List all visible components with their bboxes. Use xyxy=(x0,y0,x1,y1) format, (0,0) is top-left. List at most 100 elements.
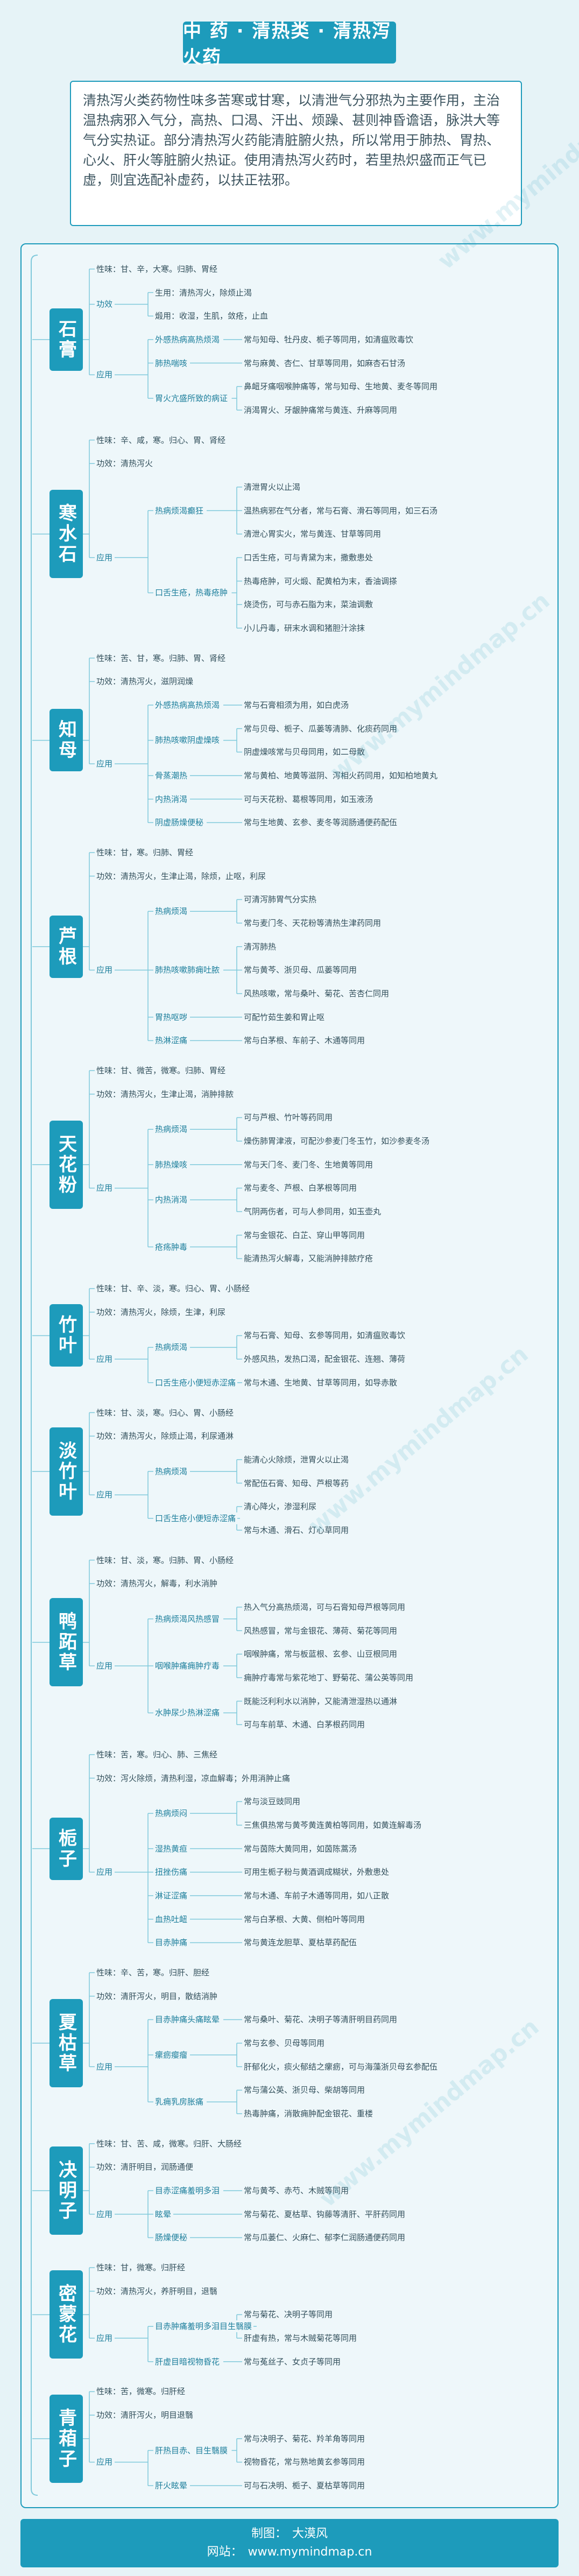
tree-node: 疮疡肿毒 xyxy=(153,1241,189,1253)
tree-node: 胃热呕哕 xyxy=(153,1011,189,1023)
tree-node: 常与菊花、决明子等同用 xyxy=(242,2308,335,2321)
tree-node: 清泄心胃实火，常与黄连、甘草等同用 xyxy=(242,528,383,540)
tree-node: 常与白茅根、车前子、木通等同用 xyxy=(242,1034,367,1047)
tree-node: 内热消渴 xyxy=(153,793,189,805)
tree-node: 应用 xyxy=(95,2456,115,2468)
tree-node: 热病烦渴 xyxy=(153,1123,189,1136)
footer-author-label: 制图： xyxy=(251,2527,287,2540)
footer: 制图： 大漠风 网站： www.mymindmap.cn xyxy=(20,2519,559,2567)
tree-node: 常与麻黄、杏仁、甘草等同用，如麻杏石甘汤 xyxy=(242,357,407,369)
tree-node: 常与黄柏、地黄等滋阴、泻相火药同用，如知柏地黄丸 xyxy=(242,769,440,782)
herb-frame xyxy=(20,243,559,2508)
tree-node: 常与白茅根、大黄、侧柏叶等同用 xyxy=(242,1913,367,1925)
tree-node: 风热感冒，常与金银花、薄荷、菊花等同用 xyxy=(242,1624,399,1637)
herb-label: 竹叶 xyxy=(50,1304,83,1367)
tree-node: 肝虚目暗视物昏花 xyxy=(153,2355,222,2368)
tree-node: 消渴胃火、牙龈肿痛常与黄连、升麻等同用 xyxy=(242,404,399,416)
footer-site[interactable]: www.mymindmap.cn xyxy=(248,2545,372,2559)
tree-node: 阴虚燥咳常与贝母同用，如二母散 xyxy=(242,746,367,758)
tree-node: 常与茵陈大黄同用，如茵陈蒿汤 xyxy=(242,1842,359,1855)
tree-node: 应用 xyxy=(95,1866,115,1878)
tree-node: 目赤肿痛 xyxy=(153,1937,189,1949)
tree-node: 可清泻肺胃气分实热 xyxy=(242,893,319,906)
tree-node: 肺热喘咳 xyxy=(153,357,189,369)
tree-node: 扭挫伤痛 xyxy=(153,1866,189,1878)
tree-node: 性味：甘、淡，寒。归肺、胃、小肠经 xyxy=(95,1554,236,1566)
tree-node: 眩晕 xyxy=(153,2208,173,2220)
tree-node: 外感热病高热烦渴 xyxy=(153,333,222,346)
herb-label: 知母 xyxy=(50,709,83,772)
tree-node: 功效：清热泻火，除烦，生津，利尿 xyxy=(95,1306,228,1318)
tree-node: 常与金银花、白芷、穿山甲等同用 xyxy=(242,1229,367,1241)
tree-node: 肝虚有热，常与木贼菊花等同用 xyxy=(242,2332,359,2345)
tree-node: 外感风热，发热口渴，配金银花、连翘、薄荷 xyxy=(242,1353,407,1366)
tree-node: 性味：甘，寒。归肺、胃经 xyxy=(95,847,195,858)
tree-node: 风热咳嗽，常与桑叶、菊花、苦杏仁同用 xyxy=(242,988,391,1000)
tree-node: 常与决明子、菊花、羚羊角等同用 xyxy=(242,2432,367,2445)
tree-node: 能清热泻火解毒，又能消肿排脓疗疮 xyxy=(242,1252,375,1265)
tree-node: 应用 xyxy=(95,758,115,770)
tree-node: 清心降火，渗湿利尿 xyxy=(242,1501,319,1513)
tree-node: 水肿尿少热淋涩痛 xyxy=(153,1707,222,1719)
tree-node: 瘰疬瘿瘤 xyxy=(153,2049,189,2061)
tree-node: 口舌生疮，可与青黛为末，撒敷患处 xyxy=(242,551,375,564)
tree-node: 性味：甘、辛，大寒。归肺、胃经 xyxy=(95,263,220,275)
tree-node: 口舌生疮小便短赤涩痛 xyxy=(153,1512,238,1525)
tree-node: 常与瓜蒌仁、火麻仁、郁李仁润肠通便药同用 xyxy=(242,2232,407,2244)
tree-node: 功效：清热泻火，养肝明目，退翳 xyxy=(95,2285,220,2297)
tree-node: 功效：清热泻火 xyxy=(95,458,155,470)
tree-node: 既能泛利利水以消肿，又能清泄湿热以通淋 xyxy=(242,1695,399,1707)
tree-node: 煅用：收湿，生肌，敛疮，止血 xyxy=(153,310,270,322)
tree-node: 常与麦门冬、天花粉等清热生津药同用 xyxy=(242,917,383,930)
tree-node: 常与淡豆豉同用 xyxy=(242,1796,302,1808)
tree-node: 常与木通、车前子木通等同用，如八正散 xyxy=(242,1889,391,1902)
tree-node: 目赤肿痛头痛眩晕 xyxy=(153,2014,222,2026)
tree-node: 咽喉肿痛，常与板蓝根、玄参、山豆根同用 xyxy=(242,1648,399,1660)
herb-label: 芦根 xyxy=(50,915,83,978)
tree-node: 常与桑叶、菊花、决明子等清肝明目药同用 xyxy=(242,2014,399,2026)
intro-text: 清热泻火类药物性味多苦寒或甘寒，以清泄气分邪热为主要作用，主治温热病邪入气分，高… xyxy=(70,81,522,226)
tree-node: 湿热黄疸 xyxy=(153,1842,189,1855)
herb-label: 鸭跖草 xyxy=(50,1598,83,1687)
tree-node: 内热消渴 xyxy=(153,1194,189,1206)
tree-node: 性味：甘，微寒。归肝经 xyxy=(95,2262,187,2274)
tree-node: 可与芦根、竹叶等药同用 xyxy=(242,1111,335,1124)
tree-node: 热病烦渴癫狂 xyxy=(153,504,206,517)
tree-node: 常与黄芩、赤芍、木贼等同用 xyxy=(242,2185,351,2197)
tree-node: 常与生地黄、玄参、麦冬等润肠通便药配伍 xyxy=(242,817,399,829)
tree-node: 常与木通、滑石、灯心草同用 xyxy=(242,1524,351,1536)
tree-node: 应用 xyxy=(95,1353,115,1366)
tree-node: 胃火亢盛所致的病证 xyxy=(153,392,230,405)
herb-label: 天花粉 xyxy=(50,1120,83,1209)
tree-node: 热毒疮肿，可火煅、配黄柏为末，香油调搽 xyxy=(242,575,399,587)
tree-node: 性味：甘、微苦，微寒。归肺、胃经 xyxy=(95,1065,228,1077)
tree-node: 肝热目赤、目生翳膜 xyxy=(153,2444,230,2457)
tree-node: 常与玄参、贝母等同用 xyxy=(242,2037,327,2050)
tree-node: 应用 xyxy=(95,369,115,381)
tree-node: 清泄胃火以止渴 xyxy=(242,481,302,493)
tree-node: 血热吐衄 xyxy=(153,1913,189,1925)
herb-label: 淡竹叶 xyxy=(50,1427,83,1516)
page-title: 中 药 · 清热类 · 清热泻火药 xyxy=(183,20,396,68)
tree-node: 热毒肿痛，消散痈肿配金银花、重楼 xyxy=(242,2108,375,2120)
tree-node: 功效：清热泻火，除烦止渴，利尿通淋 xyxy=(95,1430,236,1442)
tree-node: 常与菊花、夏枯草、钩藤等清肝、平肝药同用 xyxy=(242,2208,407,2220)
tree-node: 性味：苦，微寒。归肝经 xyxy=(95,2385,187,2398)
tree-node: 性味：苦，寒。归心、肺、三焦经 xyxy=(95,1748,220,1761)
tree-node: 应用 xyxy=(95,2332,115,2345)
tree-node: 功效：清热泻火，生津止渴，除烦，止呕，利尿 xyxy=(95,870,268,882)
tree-node: 肠燥便秘 xyxy=(153,2232,189,2244)
herb-label: 密蒙花 xyxy=(50,2270,83,2359)
tree-node: 可用生栀子粉与黄酒调成糊状，外敷患处 xyxy=(242,1866,391,1878)
tree-node: 应用 xyxy=(95,964,115,976)
tree-node: 应用 xyxy=(95,2208,115,2220)
tree-node: 应用 xyxy=(95,1182,115,1194)
footer-site-row: 网站： www.mymindmap.cn xyxy=(207,2543,372,2561)
tree-node: 清泻肺热 xyxy=(242,940,278,953)
tree-node: 能清心火除烦，泄胃火以止渴 xyxy=(242,1453,351,1466)
footer-author: 大漠风 xyxy=(292,2527,328,2540)
herb-label: 夏枯草 xyxy=(50,1999,83,2088)
footer-site-label: 网站： xyxy=(207,2545,243,2559)
tree-node: 外感热病高热烦渴 xyxy=(153,699,222,711)
